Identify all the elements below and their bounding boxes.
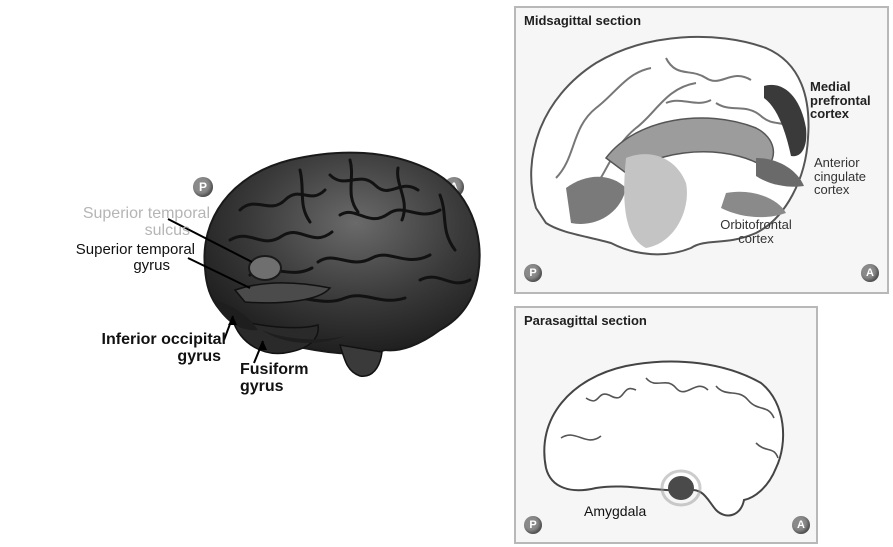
sts-label-line-1: Superior temporal <box>60 206 210 223</box>
mpfc-line-1: Medial <box>810 80 871 94</box>
orbitofrontal-label: Orbitofrontal cortex <box>706 218 806 245</box>
fg-label-line-2: gyrus <box>240 379 308 396</box>
inferior-occipital-gyrus-label: Inferior occipital gyrus <box>60 332 226 366</box>
iog-label-line-2: gyrus <box>60 349 226 366</box>
mpfc-line-3: cortex <box>810 107 871 121</box>
medial-prefrontal-label: Medial prefrontal cortex <box>810 80 871 121</box>
midsagittal-panel: Midsagittal section Medial prefrontal co… <box>514 6 889 294</box>
sts-label-line-2: sulcus <box>60 223 210 240</box>
stg-label-line-2: gyrus <box>50 258 195 274</box>
ofc-line-1: Orbitofrontal <box>706 218 806 232</box>
superior-temporal-sulcus-region <box>249 256 281 280</box>
midsagittal-posterior-badge: P <box>524 264 542 282</box>
fusiform-gyrus-label: Fusiform gyrus <box>240 362 308 396</box>
amygdala-label: Amygdala <box>584 504 646 519</box>
parasagittal-panel: Parasagittal section Amygdala P A <box>514 306 818 544</box>
parasagittal-anterior-badge: A <box>792 516 810 534</box>
fg-label-line-1: Fusiform <box>240 362 308 379</box>
stg-label-line-1: Superior temporal <box>50 242 195 258</box>
acc-line-3: cortex <box>814 183 866 197</box>
ofc-line-2: cortex <box>706 232 806 246</box>
superior-temporal-gyrus-label: Superior temporal gyrus <box>50 242 195 274</box>
parasagittal-illustration <box>516 308 816 542</box>
amygdala-region <box>668 476 694 500</box>
anterior-cingulate-label: Anterior cingulate cortex <box>814 156 866 197</box>
acc-line-2: cingulate <box>814 170 866 184</box>
mpfc-line-2: prefrontal <box>810 94 871 108</box>
midsagittal-anterior-badge: A <box>861 264 879 282</box>
acc-line-1: Anterior <box>814 156 866 170</box>
iog-label-line-1: Inferior occipital <box>60 332 226 349</box>
midsagittal-illustration <box>516 8 887 292</box>
superior-temporal-sulcus-label: Superior temporal sulcus <box>60 206 210 240</box>
parasagittal-posterior-badge: P <box>524 516 542 534</box>
